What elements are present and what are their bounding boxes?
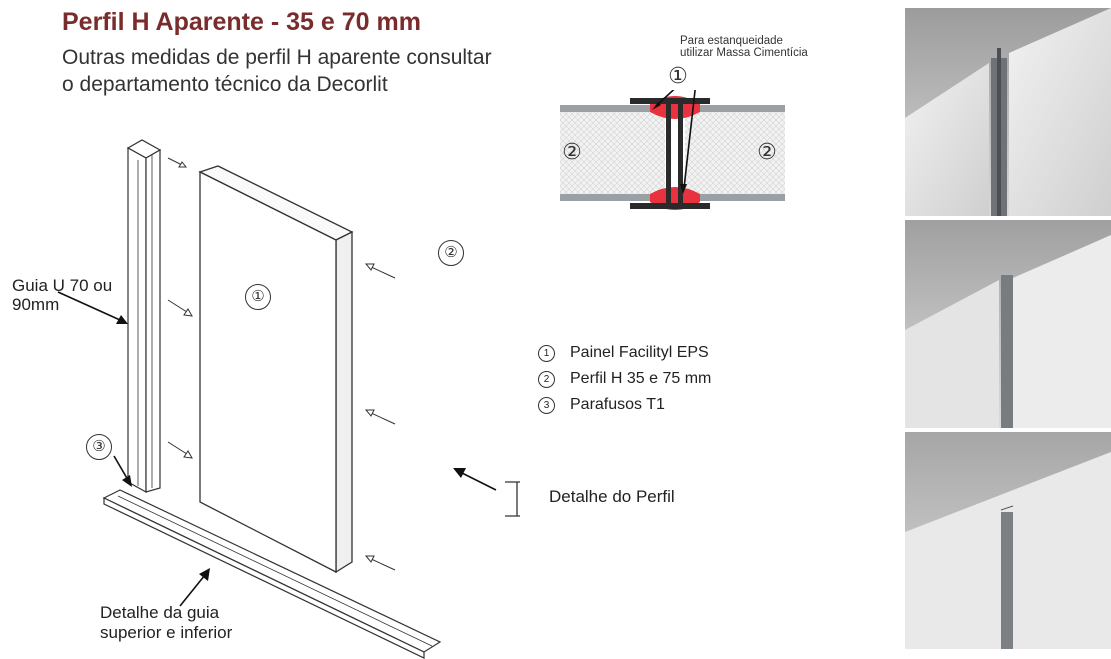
photo-column bbox=[905, 8, 1111, 649]
i-profile-symbol bbox=[505, 481, 520, 517]
page-subtitle: Outras medidas de perfil H aparente cons… bbox=[62, 44, 492, 98]
screw-pointer-arrow bbox=[122, 475, 132, 487]
legend-number: 1 bbox=[538, 344, 555, 362]
legend-label: Parafusos T1 bbox=[570, 396, 665, 413]
panel-marker: ① bbox=[245, 284, 271, 310]
legend-label: Painel Facilityl EPS bbox=[570, 344, 709, 361]
eps-core-left bbox=[560, 110, 665, 196]
sealant-note-line-2: utilizar Massa Cimentícia bbox=[680, 47, 808, 59]
screw-marker: ③ bbox=[86, 434, 112, 460]
legend-label: Perfil H 35 e 75 mm bbox=[570, 370, 712, 387]
legend-item: 2 Perfil H 35 e 75 mm bbox=[538, 366, 711, 392]
guide-pointer-arrow bbox=[116, 315, 128, 324]
u-guide-horizontal bbox=[102, 489, 442, 659]
u-guide-vertical bbox=[126, 139, 162, 494]
guide-label: Guia U 70 ou 90mm bbox=[12, 276, 112, 314]
eps-core-right bbox=[685, 110, 785, 196]
legend-number: 3 bbox=[538, 396, 555, 414]
legend-item: 3 Parafusos T1 bbox=[538, 392, 711, 418]
legend: 1 Painel Facilityl EPS 2 Perfil H 35 e 7… bbox=[538, 340, 711, 418]
photo-h-profile-open-joint bbox=[905, 8, 1111, 216]
section-marker-1: ① bbox=[668, 63, 688, 88]
track-label-line-2: superior e inferior bbox=[100, 623, 233, 642]
section-marker-2-right: ② bbox=[757, 139, 777, 164]
page-title: Perfil H Aparente - 35 e 70 mm bbox=[62, 8, 421, 36]
legend-item: 1 Painel Facilityl EPS bbox=[538, 340, 711, 366]
track-label: Detalhe da guia superior e inferior bbox=[100, 603, 232, 643]
profile-detail-arrow bbox=[453, 468, 466, 478]
sealant-note: Para estanqueidade utilizar Massa Ciment… bbox=[680, 35, 808, 59]
track-pointer-arrow bbox=[199, 568, 210, 581]
panel-assembly-drawing bbox=[57, 139, 520, 659]
guide-label-line-1: Guia U 70 ou bbox=[12, 276, 113, 295]
profile-detail-label: Detalhe do Perfil bbox=[549, 487, 675, 506]
subtitle-line-2: o departamento técnico da Decorlit bbox=[62, 73, 388, 96]
track-label-line-1: Detalhe da guia bbox=[100, 603, 220, 622]
profile-marker: ② bbox=[438, 240, 464, 266]
subtitle-line-1: Outras medidas de perfil H aparente cons… bbox=[62, 46, 492, 69]
photo-h-profile-finished-joint bbox=[905, 432, 1111, 649]
h-profile-top-flange bbox=[630, 98, 710, 104]
panel-board bbox=[198, 165, 354, 574]
guide-label-line-2: 90mm bbox=[12, 295, 60, 314]
photo-h-profile-inserted bbox=[905, 220, 1111, 428]
h-profile-section-drawing bbox=[560, 90, 785, 210]
sealant-note-line-1: Para estanqueidade bbox=[680, 35, 783, 47]
h-profile-web-left bbox=[666, 104, 671, 203]
h-profile-bottom-flange bbox=[630, 203, 710, 209]
h-profile-web-right bbox=[678, 104, 683, 203]
insertion-arrows bbox=[167, 157, 396, 571]
legend-number: 2 bbox=[538, 370, 555, 388]
section-marker-2-left: ② bbox=[562, 139, 582, 164]
